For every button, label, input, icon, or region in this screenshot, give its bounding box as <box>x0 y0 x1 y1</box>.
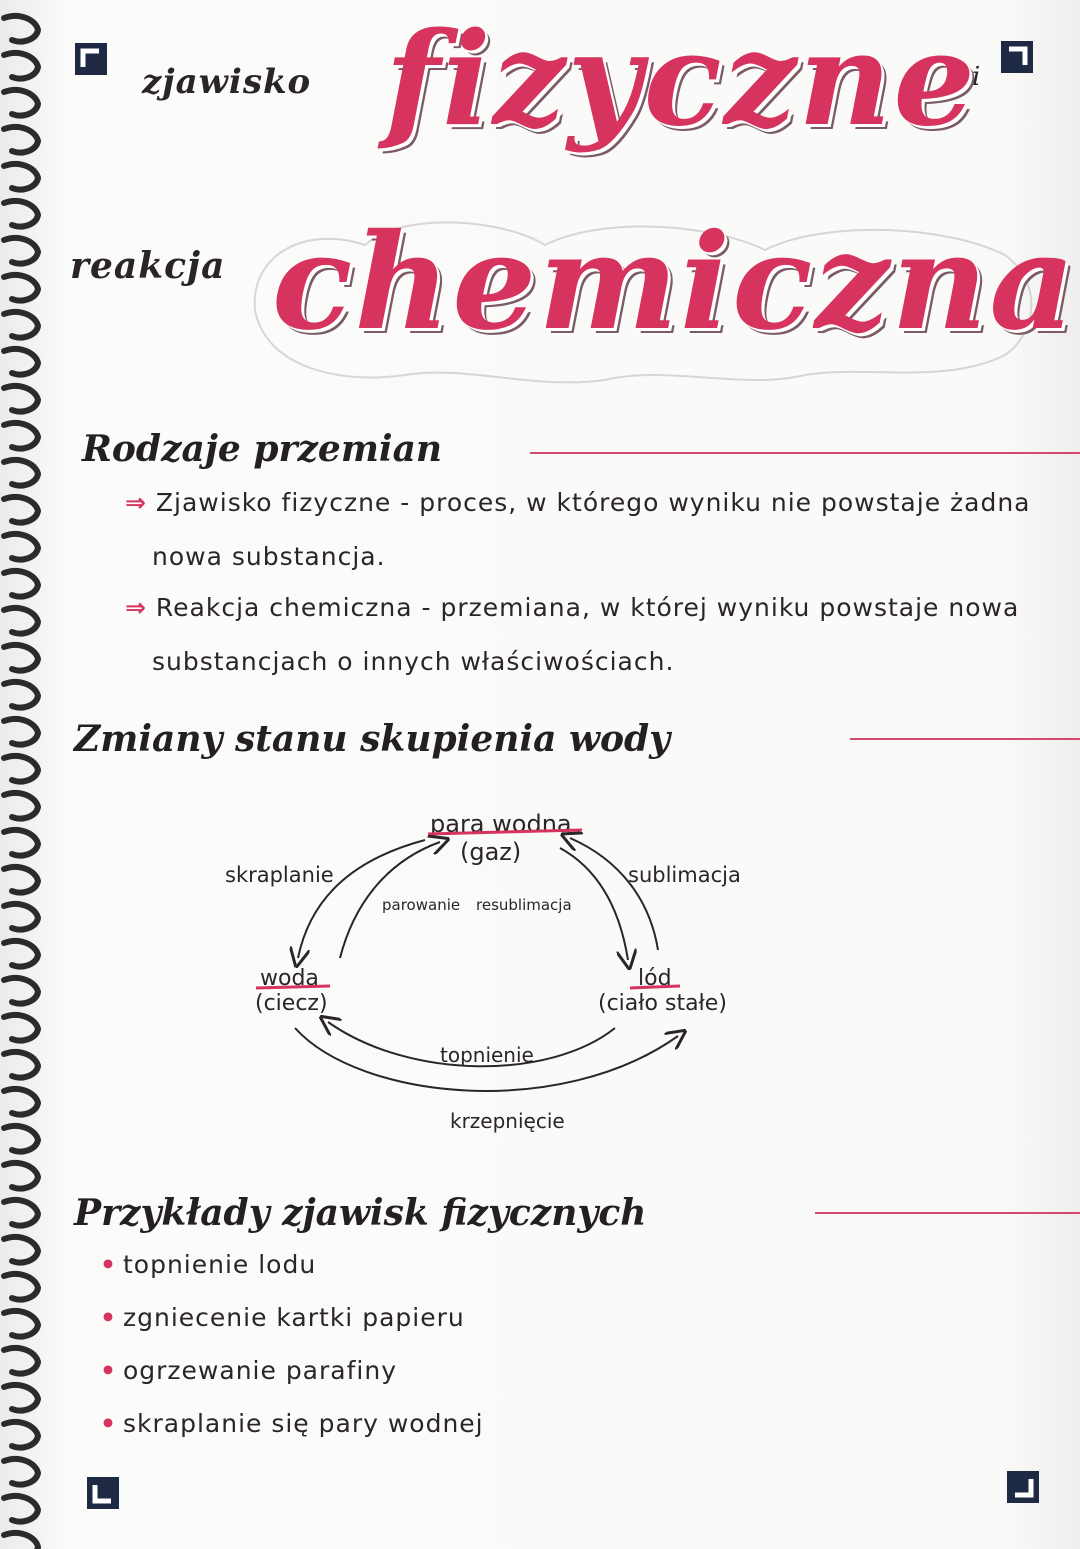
spiral-ring-icon <box>1 863 42 896</box>
list-item: •topnienie lodu <box>100 1250 317 1279</box>
bullet-dot-icon: • <box>100 1303 117 1332</box>
spiral-ring-icon <box>1 1233 42 1266</box>
double-arrow-icon: ⇒ <box>125 593 147 622</box>
node-underline <box>255 984 331 990</box>
spiral-ring-icon <box>1 530 42 563</box>
spiral-ring-icon <box>1 715 42 748</box>
title-connector: i <box>972 62 981 92</box>
spiral-ring-icon <box>1 12 42 45</box>
definition-chemical-line-1: ⇒ Reakcja chemiczna - przemiana, w które… <box>125 593 1020 622</box>
spiral-ring-icon <box>1 1196 42 1229</box>
spiral-ring-icon <box>1 1270 42 1303</box>
node-liquid-state: (ciecz) <box>255 991 328 1016</box>
spiral-ring-icon <box>1 234 42 267</box>
water-states-diagram: para wodna (gaz) woda (ciecz) lód (ciało… <box>225 810 741 1133</box>
spiral-ring-icon <box>1 1085 42 1118</box>
list-item: •skraplanie się pary wodnej <box>100 1409 484 1438</box>
spiral-ring-icon <box>1 1122 42 1155</box>
spiral-ring-icon <box>1 567 42 600</box>
spiral-ring-icon <box>1 974 42 1007</box>
label-resublimation: resublimacja <box>476 896 572 914</box>
spiral-ring-icon <box>1 789 42 822</box>
spiral-ring-icon <box>1 493 42 526</box>
bullet-dot-icon: • <box>100 1409 117 1438</box>
corner-bracket-icon <box>86 1476 120 1510</box>
spiral-ring-icon <box>1 1344 42 1377</box>
arrow-resublimation <box>559 847 628 960</box>
definition-physical-line-1: ⇒ Zjawisko fizyczne - proces, w którego … <box>125 488 1031 517</box>
list-item: •zgniecenie kartki papieru <box>100 1303 465 1332</box>
section-heading-examples: Przykłady zjawisk fizycznych <box>74 1192 647 1234</box>
spiral-ring-icon <box>1 49 42 82</box>
node-gas-state: (gaz) <box>460 838 521 866</box>
spiral-ring-icon <box>1 123 42 156</box>
spiral-ring-icon <box>1 160 42 193</box>
spiral-ring-icon <box>1 197 42 230</box>
spiral-ring-icon <box>1 456 42 489</box>
arrow-evaporation <box>339 842 440 959</box>
spiral-ring-icon <box>1 345 42 378</box>
label-sublimation: sublimacja <box>628 863 741 887</box>
label-evaporation: parowanie <box>382 896 460 914</box>
heading-rule <box>815 1212 1080 1214</box>
definition-physical-line-2: nowa substancja. <box>152 542 386 571</box>
title-small-word-2: reakcja <box>70 245 226 287</box>
double-arrow-icon: ⇒ <box>125 488 147 517</box>
heading-rule <box>530 452 1080 454</box>
title-cloud-outline <box>253 221 1033 384</box>
node-underline <box>629 984 681 990</box>
corner-bracket-icon <box>1006 1470 1040 1504</box>
spiral-ring-icon <box>1 641 42 674</box>
spiral-ring-icon <box>1 752 42 785</box>
spiral-ring-icon <box>1 1455 42 1488</box>
heading-rule <box>850 738 1080 740</box>
examples-list: •topnienie lodu •zgniecenie kartki papie… <box>100 1245 484 1457</box>
spiral-ring-icon <box>1 678 42 711</box>
spiral-ring-icon <box>1 419 42 452</box>
spiral-ring-icon <box>1 1492 42 1525</box>
spiral-ring-icon <box>1 604 42 637</box>
spiral-ring-icon <box>1 1307 42 1340</box>
list-item: •ogrzewanie parafiny <box>100 1356 397 1385</box>
spiral-ring-icon <box>1 937 42 970</box>
corner-bracket-icon <box>1000 40 1034 74</box>
label-melting: topnienie <box>440 1043 534 1067</box>
definition-chemical-line-2: substancjach o innych właściwościach. <box>152 647 675 676</box>
label-condensation: skraplanie <box>225 863 334 887</box>
arrow-condensation <box>298 839 426 958</box>
title-big-word-2: chemiczna <box>272 205 1077 360</box>
arrow-freezing <box>294 1027 678 1092</box>
corner-bracket-icon <box>74 42 108 76</box>
spiral-ring-icon <box>1 826 42 859</box>
spiral-ring-icon <box>1 1011 42 1044</box>
arrow-melting <box>328 1022 616 1068</box>
bullet-dot-icon: • <box>100 1250 117 1279</box>
title-small-word-1: zjawisko <box>142 62 312 102</box>
spiral-ring-icon <box>1 1418 42 1451</box>
spiral-ring-icon <box>1 308 42 341</box>
label-freezing: krzepnięcie <box>450 1109 565 1133</box>
title-big-word-1: fizyczne <box>385 5 977 155</box>
section-heading-types: Rodzaje przemian <box>82 428 443 470</box>
spiral-ring-icon <box>1 1529 42 1549</box>
node-solid-state: (ciało stałe) <box>598 991 727 1016</box>
spiral-ring-icon <box>1 1381 42 1414</box>
spiral-ring-icon <box>1 1159 42 1192</box>
spiral-ring-icon <box>1 86 42 119</box>
arrow-sublimation <box>570 838 659 951</box>
bullet-dot-icon: • <box>100 1356 117 1385</box>
node-underline <box>427 828 583 836</box>
section-heading-states: Zmiany stanu skupienia wody <box>74 718 671 760</box>
spiral-ring-icon <box>1 271 42 304</box>
spiral-ring-icon <box>1 1048 42 1081</box>
spiral-ring-icon <box>1 900 42 933</box>
spiral-ring-icon <box>1 382 42 415</box>
spiral-binding-icon <box>1 12 42 1549</box>
